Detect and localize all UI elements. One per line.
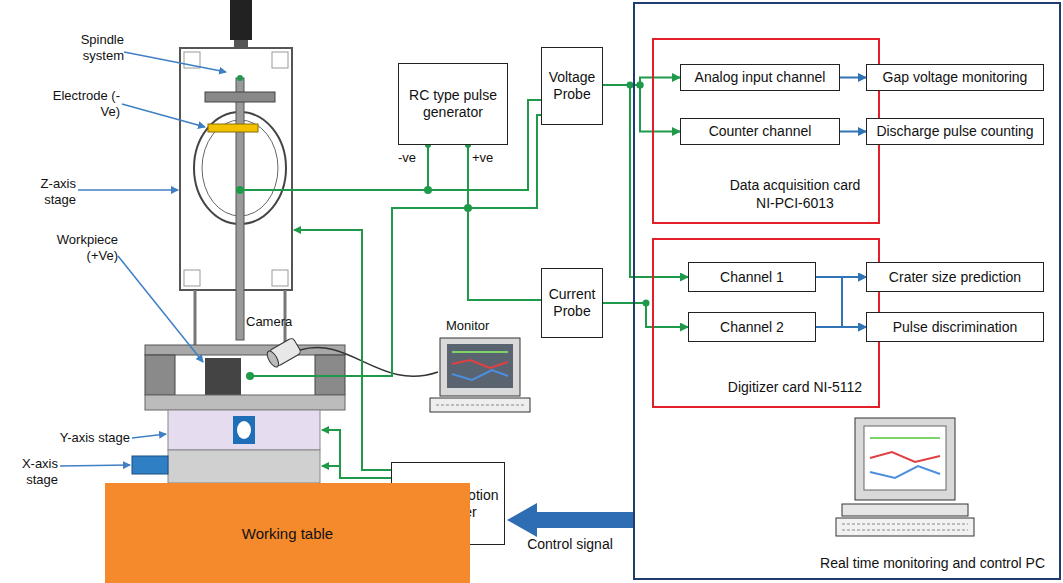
leader-lines bbox=[60, 52, 226, 466]
data-arrow bbox=[816, 326, 866, 328]
signal-wire bbox=[603, 85, 680, 132]
junction-dot bbox=[637, 82, 644, 89]
box-text: Discharge pulse counting bbox=[876, 123, 1033, 140]
box-text: Current Probe bbox=[546, 286, 598, 320]
box-text: Analog input channel bbox=[695, 69, 826, 86]
output-box: Discharge pulse counting bbox=[866, 118, 1044, 145]
pc-panel: Real time monitoring and control PC Data … bbox=[633, 2, 1061, 580]
box-text: Crater size prediction bbox=[889, 269, 1021, 286]
channel-box: Channel 2 bbox=[688, 312, 816, 342]
pulse-generator-box: RC type pulse generator bbox=[398, 63, 508, 145]
output-box: Pulse discrimination bbox=[866, 312, 1044, 342]
box-text: Voltage Probe bbox=[546, 69, 598, 103]
data-arrow bbox=[816, 277, 866, 327]
channel-box: Counter channel bbox=[680, 118, 840, 145]
electrode bbox=[208, 124, 258, 132]
signal-wire bbox=[603, 85, 688, 277]
part-label: Electrode (-Ve) bbox=[40, 88, 120, 119]
part-label: Monitor bbox=[446, 318, 516, 334]
panel-heading: Real time monitoring and control PC bbox=[820, 555, 1045, 573]
output-box: Crater size prediction bbox=[866, 262, 1044, 292]
wires bbox=[240, 100, 542, 478]
card-heading: Digitizer card NI-5112 bbox=[720, 379, 870, 397]
junction-dot bbox=[637, 82, 644, 89]
probe-box: Current Probe bbox=[541, 268, 603, 338]
channel-box: Channel 1 bbox=[688, 262, 816, 292]
probe-box: Voltage Probe bbox=[541, 47, 603, 125]
channel-box: Analog input channel bbox=[680, 64, 840, 91]
box-text: Channel 2 bbox=[720, 319, 784, 336]
box-text: Channel 1 bbox=[720, 269, 784, 286]
part-label: Spindle system bbox=[52, 32, 124, 63]
card-heading: Data acquisition card NI-PCI-6013 bbox=[720, 177, 870, 212]
part-label: Z-axis stage bbox=[10, 176, 76, 207]
part-label: X-axis stage bbox=[4, 456, 58, 487]
card-panel: Digitizer card NI-5112 Channel 1 Channel 2 bbox=[652, 238, 880, 408]
data-arrow bbox=[840, 77, 866, 79]
output-box: Gap voltage monitoring bbox=[866, 64, 1044, 91]
workpiece bbox=[205, 358, 241, 395]
x-axis-stage bbox=[168, 450, 320, 483]
data-arrow bbox=[840, 131, 866, 133]
part-label: Workpiece (+Ve) bbox=[34, 232, 118, 263]
y-axis-stage bbox=[168, 410, 320, 450]
data-arrow bbox=[816, 277, 866, 327]
signal-wire bbox=[603, 303, 688, 327]
pc-icon bbox=[836, 418, 974, 536]
box-text: Gap voltage monitoring bbox=[883, 69, 1028, 86]
box-text: Working table bbox=[242, 525, 333, 542]
camera bbox=[265, 337, 302, 369]
box-text: Pulse discrimination bbox=[893, 319, 1018, 336]
box-text: Counter channel bbox=[709, 123, 812, 140]
box-text: RC type pulse generator bbox=[403, 87, 503, 121]
part-label: Y-axis stage bbox=[30, 430, 130, 446]
motor bbox=[230, 0, 252, 40]
spindle bbox=[236, 78, 244, 340]
part-label: Camera bbox=[246, 314, 306, 330]
edge-label: Control signal bbox=[527, 536, 613, 553]
monitor-icon bbox=[430, 338, 530, 412]
card-panel: Data acquisition card NI-PCI-6013 Analog … bbox=[652, 38, 880, 224]
junction-dot bbox=[643, 300, 650, 307]
polarity-label: -ve bbox=[398, 150, 426, 166]
polarity-label: +ve bbox=[472, 150, 502, 166]
control-arrow bbox=[507, 503, 633, 537]
working-table: Working table bbox=[105, 483, 470, 583]
